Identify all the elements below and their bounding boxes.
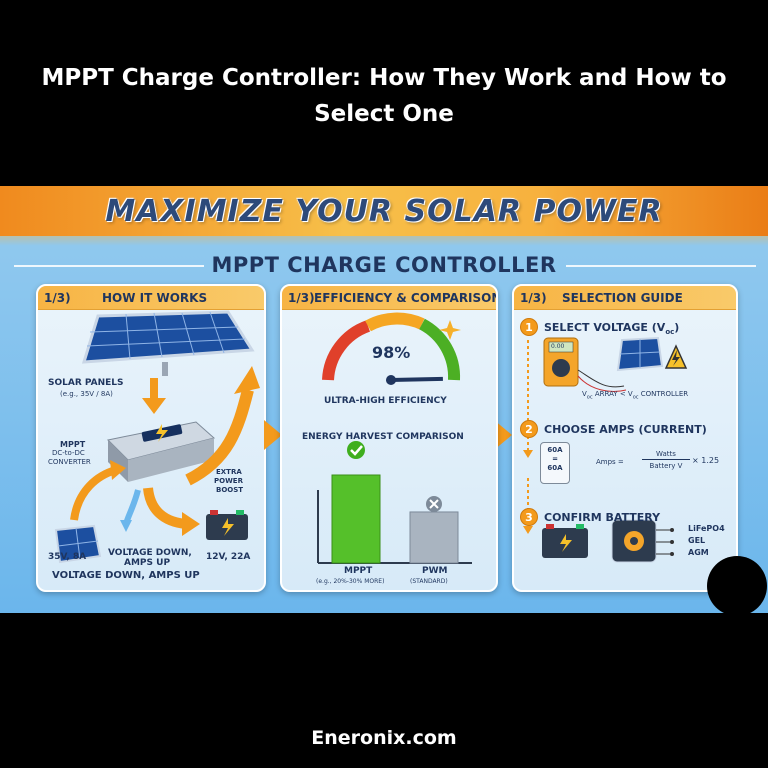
- amps-formula-lhs: Amps =: [596, 458, 624, 466]
- panel-efficiency: 1/3) EFFICIENCY & COMPARISON: [280, 284, 498, 592]
- panel-header: 1/3) HOW IT WORKS: [38, 286, 264, 310]
- overlay-dot: [707, 556, 767, 616]
- amps-formula-denominator: Battery V: [649, 462, 683, 470]
- page-title-line-1: MPPT Charge Controller: How They Work an…: [41, 65, 727, 91]
- amps-up-label: AMPS UP: [124, 558, 171, 568]
- voltage-rule: Voc ARRAY < Voc CONTROLLER: [582, 390, 689, 401]
- battery-type: AGM: [688, 548, 709, 557]
- step-number-1: 1: [520, 318, 538, 336]
- solar-spec-label: (e.g., 35V / 8A): [60, 390, 113, 398]
- step-number-3: 3: [520, 508, 538, 526]
- meter-reading: 0.00: [551, 343, 565, 350]
- infographic: MAXIMIZE YOUR SOLAR POWER MPPT CHARGE CO…: [0, 186, 768, 613]
- panel-header: 1/3) EFFICIENCY & COMPARISON: [282, 286, 496, 310]
- next-arrow-icon: [264, 420, 282, 450]
- warning-icon: [664, 344, 688, 369]
- banner-title: MAXIMIZE YOUR SOLAR POWER: [105, 194, 663, 229]
- cross-icon: [426, 496, 442, 512]
- panel-title: SELECTION GUIDE: [562, 291, 683, 305]
- gauge-value: 98%: [372, 343, 411, 362]
- efficiency-gauge-icon: [322, 312, 461, 385]
- bar-label-mppt: MPPT: [344, 566, 373, 576]
- voltage-down-label: VOLTAGE DOWN,: [108, 548, 192, 558]
- panel-header: 1/3) SELECTION GUIDE: [514, 286, 736, 310]
- controller-device-icon: [106, 421, 216, 482]
- footer-site-name: Eneronix.com: [311, 727, 457, 749]
- bar-note-mppt: (e.g., 20%-30% MORE): [316, 578, 385, 585]
- small-solar-panel-icon: [54, 524, 102, 564]
- checkmark-icon: [347, 441, 365, 459]
- battery-type: GEL: [688, 536, 706, 545]
- gauge-needle: [390, 376, 443, 382]
- power-label: POWER: [214, 477, 243, 485]
- boost-label: BOOST: [216, 486, 244, 494]
- heading-divider-right: [566, 265, 756, 267]
- banner: [0, 186, 768, 236]
- efficiency-graphics: [317, 312, 472, 564]
- amps-formula-multiplier: × 1.25: [692, 456, 720, 465]
- converter-label: CONVERTER: [48, 458, 91, 466]
- step-2-label: CHOOSE AMPS (CURRENT): [544, 423, 707, 436]
- battery-icon: [542, 524, 588, 558]
- mppt-bar: [331, 474, 381, 564]
- panel-step: 1/3): [520, 291, 547, 305]
- efficiency-label: ULTRA-HIGH EFFICIENCY: [324, 396, 447, 406]
- selection-graphics: [523, 336, 688, 563]
- step-number-2: 2: [520, 420, 538, 438]
- output-arrows-icon: [120, 487, 200, 536]
- panel-step: 1/3): [288, 291, 315, 305]
- solar-panel-icon: [81, 310, 255, 376]
- step-3-label: CONFIRM BATTERY: [544, 511, 661, 524]
- panel-selection-guide: 1/3) SELECTION GUIDE: [512, 284, 738, 592]
- multimeter-icon: [543, 337, 627, 392]
- boost-arrow-icon: [185, 366, 260, 486]
- next-arrow-icon: [494, 420, 512, 450]
- battery-type: LiFePO4: [688, 524, 725, 533]
- bar-label-pwm: PWM: [422, 566, 448, 576]
- extra-label: EXTRA: [216, 468, 242, 476]
- heading-divider-left: [14, 265, 204, 267]
- input-spec-label: 35V, 8A: [48, 552, 87, 562]
- battery-chip-icon: [611, 519, 674, 563]
- amps-formula-numerator: Watts: [642, 450, 690, 460]
- battery-icon: [206, 510, 248, 540]
- panel-caption: VOLTAGE DOWN, AMPS UP: [52, 570, 200, 581]
- input-arrow-icon: [70, 460, 126, 521]
- main-heading: MPPT CHARGE CONTROLLER: [211, 253, 557, 277]
- panel-title: EFFICIENCY & COMPARISON: [314, 291, 498, 305]
- solar-panels-label: SOLAR PANELS: [48, 378, 124, 388]
- mppt-label: MPPT: [60, 440, 86, 449]
- amps-box: 60A = 60A: [540, 442, 570, 484]
- panel-step: 1/3): [44, 291, 71, 305]
- pwm-bar: [409, 511, 459, 564]
- panel-title: HOW IT WORKS: [102, 291, 208, 305]
- step-1-label: SELECT VOLTAGE (Voc): [544, 321, 680, 337]
- how-it-works-illustration: [54, 310, 260, 564]
- panel-how-it-works: 1/3) HOW IT WORKS: [36, 284, 266, 592]
- page-title-line-2: Select One: [314, 101, 454, 127]
- comparison-title: ENERGY HARVEST COMPARISON: [302, 432, 464, 442]
- output-spec-label: 12V, 22A: [206, 552, 251, 562]
- page-title: MPPT Charge Controller: How They Work an…: [0, 60, 768, 132]
- bar-note-pwm: (STANDARD): [410, 578, 448, 585]
- dc-dc-label: DC-to-DC: [52, 449, 85, 457]
- solar-panel-icon: [616, 336, 664, 372]
- sparkle-icon: [439, 320, 461, 340]
